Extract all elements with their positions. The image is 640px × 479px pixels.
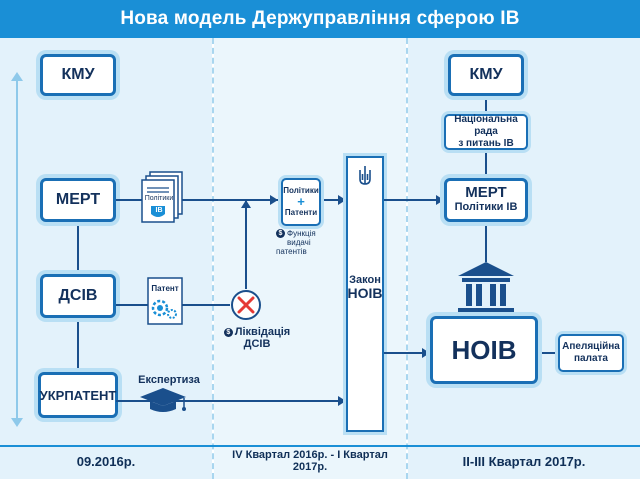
card-top-label: Політики [283,186,319,195]
trident-emblem-icon [359,166,371,185]
right-connector [485,150,487,178]
appeal-chamber-box: Апеляційна палата [558,334,624,372]
expertise-label: Експертиза [138,374,200,386]
law-bar [346,156,384,432]
arrow-right-icon [422,348,430,358]
law-line1: Закон [349,274,381,286]
mert-future-label: МЕРТ [465,184,507,201]
arrow-right-icon [338,396,346,406]
noiv-box: НОІВ [430,316,538,384]
council-line2: з питань ІВ [458,138,514,149]
arrow-up-icon [241,200,251,208]
period-divider [212,38,214,479]
law-label: Закон НОІВ [346,274,384,302]
coin-icon: $ [276,229,285,239]
council-line1: Національна рада [454,114,518,137]
kmu-box: КМУ [40,54,116,96]
ukrpatent-flow-line [116,400,346,402]
transfer-line [245,199,247,289]
graduation-cap-icon [140,388,186,412]
liquidation-label: $Ліквідація ДСІВ [222,326,292,350]
period-divider [406,38,408,479]
panel-future [408,38,640,479]
policy-doc-label: Політики [144,195,174,202]
dsiv-label: ДСІВ [58,287,98,304]
page-title: Нова модель Держуправління сферою ІВ [0,0,640,38]
plus-icon: + [297,194,305,209]
arrow-down-icon [11,418,23,427]
kmu-label: КМУ [61,66,95,83]
liquidation-line1: Ліквідація [234,326,291,338]
period-label: II-III Квартал 2017р. [462,453,586,469]
kmu-future-label: КМУ [469,66,503,83]
appeal-line2: палата [574,353,608,364]
mert-future-sub: Політики ІВ [454,201,518,213]
policies-patents-card: Політики + Патенти [281,178,321,226]
patent-certificate-icon [147,277,183,325]
law-to-mert-line [384,199,442,201]
mert-box: МЕРТ [40,178,116,222]
mert-future-box: МЕРТ Політики ІВ [444,178,528,222]
period-label: 09.2016р. [76,453,136,469]
law-to-noiv-line [384,352,428,354]
liquidation-x-icon [231,290,261,320]
arrow-right-icon [270,195,278,205]
function-note-line2: видачі патентів [276,238,311,257]
arrow-up-icon [11,72,23,81]
kmu-future-box: КМУ [448,54,524,96]
hierarchy-axis [16,80,18,420]
arrow-right-icon [436,195,444,205]
arrow-right-icon [338,195,346,205]
card-bottom-label: Патенти [284,208,318,217]
patent-doc-label: Патент [151,284,179,293]
document-stack-icon [141,171,183,223]
right-connector [485,98,487,114]
coin-icon: $ [223,327,233,337]
dsiv-box: ДСІВ [40,274,116,318]
function-note: $Функція видачі патентів [276,229,336,256]
function-note-line1: Функція [287,229,316,238]
ukrpatent-box: УКРПАТЕНТ [38,372,118,418]
noiv-label: НОІВ [451,334,517,365]
ukrpatent-label: УКРПАТЕНТ [39,387,117,403]
appeal-line1: Апеляційна [562,341,620,352]
period-label: IV Квартал 2016р. - I Квартал 2017р. [232,449,388,473]
mert-flow-line [116,199,346,201]
government-building-icon [458,262,514,314]
law-line2: НОІВ [347,285,383,301]
policy-doc-iv: ІВ [155,207,163,214]
right-connector [485,222,487,262]
mert-label: МЕРТ [55,191,101,208]
timeline-axis [0,445,640,447]
liquidation-line2: ДСІВ [243,338,271,350]
national-council-box: Національна рада з питань ІВ [444,114,528,150]
noiv-to-appeal-line [538,352,558,354]
